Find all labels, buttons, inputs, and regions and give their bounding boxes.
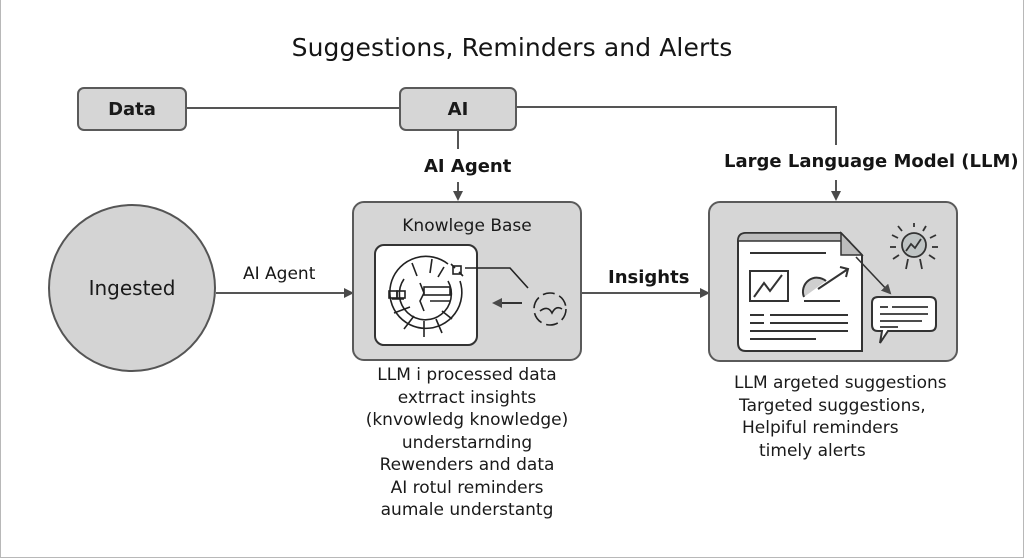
caption-line: Targeted suggestions, [739,395,926,416]
node-llm-output [708,201,958,362]
chat-bubble-icon [871,296,937,344]
globe-network-icon [388,255,529,337]
node-data-label: Data [108,98,156,120]
caption-line: LLM i processed data [377,365,557,385]
caption-line: aumale understantg [380,500,554,520]
caption-line: Helpiful reminders [742,418,899,438]
node-knowledge-base: Knowlege Base [352,201,582,361]
node-ai: AI [399,87,517,131]
edge-ai-llm [516,106,837,145]
llm-output-illustration [737,223,938,352]
report-document-icon [737,231,864,352]
node-data: Data [77,87,187,131]
edge-label-ai-agent-top: AI Agent [424,156,512,177]
node-ai-label: AI [447,98,469,120]
node-ingested: Ingested [48,204,216,372]
processing-circle-icon [533,292,567,326]
edge-label-llm: Large Language Model (LLM) [724,151,1019,172]
knowledge-base-illustration [374,244,567,346]
knowledge-base-caption: LLM i processed data extrract insights (… [352,364,582,522]
knowledge-base-title: Knowlege Base [402,216,532,236]
llm-output-caption: LLM argeted suggestions Targeted suggest… [720,372,960,462]
diagram-title: Suggestions, Reminders and Alerts [291,33,733,62]
lightbulb-chart-icon [890,223,938,270]
caption-line: understarnding [401,432,533,453]
caption-line: LLM argeted suggestions [734,373,947,393]
caption-line: (knvowledg knowledge) [365,410,569,430]
edge-label-ai-agent-left: AI Agent [243,264,316,284]
caption-line: Rewenders and data [379,455,555,475]
node-ingested-label: Ingested [88,276,176,300]
edge-label-insights: Insights [608,267,690,288]
caption-line: timely alerts [759,440,866,461]
caption-line: extrract insights [397,387,537,408]
caption-line: AI rotul reminders [390,477,544,498]
